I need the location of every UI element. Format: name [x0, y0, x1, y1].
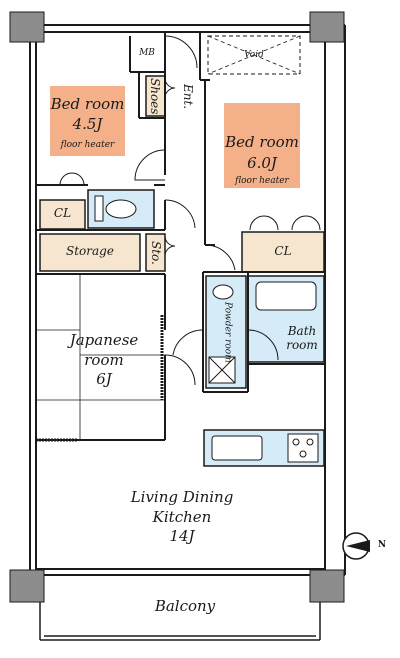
pillars	[9, 11, 345, 603]
kitchen-sink	[211, 435, 263, 461]
bath-label-1: Bath	[287, 324, 317, 338]
cl1-label: CL	[53, 206, 72, 220]
bedroom1-size: 4.5J	[72, 115, 103, 133]
bathtub	[255, 281, 317, 311]
compass-needle	[346, 540, 370, 552]
void-label: Void	[244, 50, 264, 60]
washbasin	[212, 284, 234, 300]
shoes-label: Shoes	[147, 77, 162, 115]
exterior-walls	[29, 24, 346, 576]
mb-label: MB	[139, 48, 155, 58]
entrance-label: Ent.	[180, 84, 195, 110]
bedroom2-label-fill	[224, 103, 300, 188]
tatami-lines	[36, 274, 165, 440]
bedroom1-note: floor heater	[60, 140, 115, 150]
bath-label-2: room	[286, 338, 318, 352]
balcony-label: Balcony	[154, 597, 216, 615]
sto-fill	[145, 233, 166, 272]
bedroom1-label-fill	[50, 86, 125, 156]
bedroom2-name: Bed room	[225, 133, 299, 151]
interior-walls	[36, 32, 325, 441]
cl2-label: CL	[274, 244, 292, 258]
bedroom2-size: 6.0J	[247, 154, 277, 172]
bedroom1-name: Bed room	[50, 95, 125, 113]
powder-room-label: Powder room	[222, 302, 233, 363]
toilet-bowl	[105, 199, 137, 219]
stove	[287, 433, 319, 463]
toilet-tank	[94, 195, 104, 222]
bedroom2-note: floor heater	[235, 176, 289, 186]
balcony-railing	[39, 602, 321, 641]
ldk-size: 14J	[169, 527, 195, 545]
compass-label: N	[377, 540, 387, 550]
ldk-label-1: Living Dining	[130, 488, 234, 506]
japanese-room-size: 6J	[96, 370, 112, 388]
sto-label: Sto.	[148, 241, 163, 265]
storage-label: Storage	[66, 244, 114, 258]
storage-fill	[39, 233, 141, 272]
japanese-room-label-1: Japanese	[69, 331, 139, 349]
ldk-label-2: Kitchen	[152, 508, 212, 526]
japanese-room-label-2: room	[84, 351, 124, 369]
doors	[59, 35, 321, 386]
